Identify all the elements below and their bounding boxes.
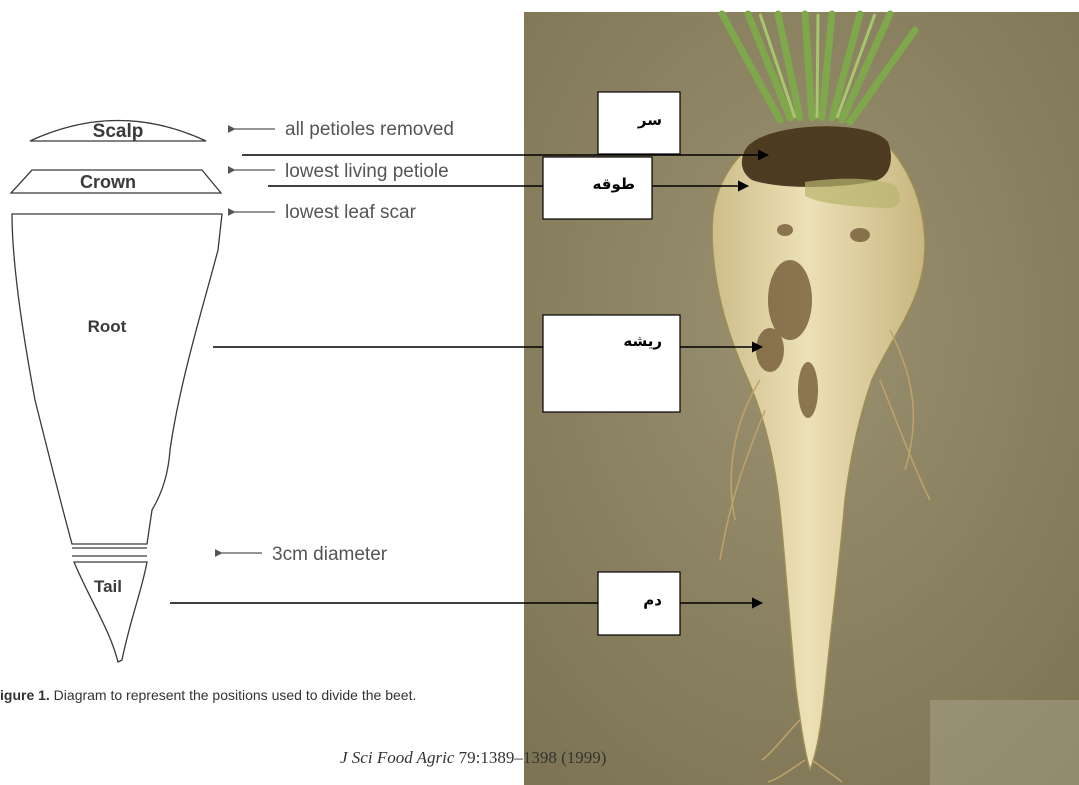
figure-caption: igure 1. Diagram to represent the positi… (0, 687, 416, 703)
label-box-tail-rect (598, 572, 680, 635)
crown-label: Crown (80, 172, 136, 192)
annotation-diameter: 3cm diameter (272, 544, 388, 565)
annotation-petioles-removed: all petioles removed (285, 119, 454, 140)
annotation-lowest-leaf-scar: lowest leaf scar (285, 202, 417, 223)
label-box-head: سر (598, 92, 680, 154)
citation-journal: J Sci Food Agric (340, 748, 455, 767)
label-box-crown: طوقه (543, 157, 652, 219)
scalp-label: Scalp (93, 121, 144, 142)
label-box-root: ریشه (543, 315, 680, 412)
label-tail: دم (643, 591, 662, 609)
label-head: سر (637, 111, 662, 129)
annotation-arrows (222, 129, 275, 553)
citation: J Sci Food Agric 79:1389–1398 (1999) (340, 748, 606, 767)
figure-caption-text: Diagram to represent the positions used … (50, 687, 417, 703)
root-shape (12, 214, 222, 544)
photo-top-strip (524, 0, 1079, 12)
label-box-tail: دم (598, 572, 680, 635)
photo-bottom-fade (930, 700, 1079, 785)
annotation-lowest-living-petiole: lowest living petiole (285, 161, 449, 182)
label-root: ریشه (623, 332, 662, 350)
citation-reference: 79:1389–1398 (1999) (454, 748, 606, 767)
label-crown: طوقه (593, 175, 635, 193)
label-box-root-rect (543, 315, 680, 412)
root-label: Root (88, 317, 127, 336)
tail-label: Tail (94, 577, 122, 596)
figure-caption-prefix: igure 1. (0, 687, 50, 703)
